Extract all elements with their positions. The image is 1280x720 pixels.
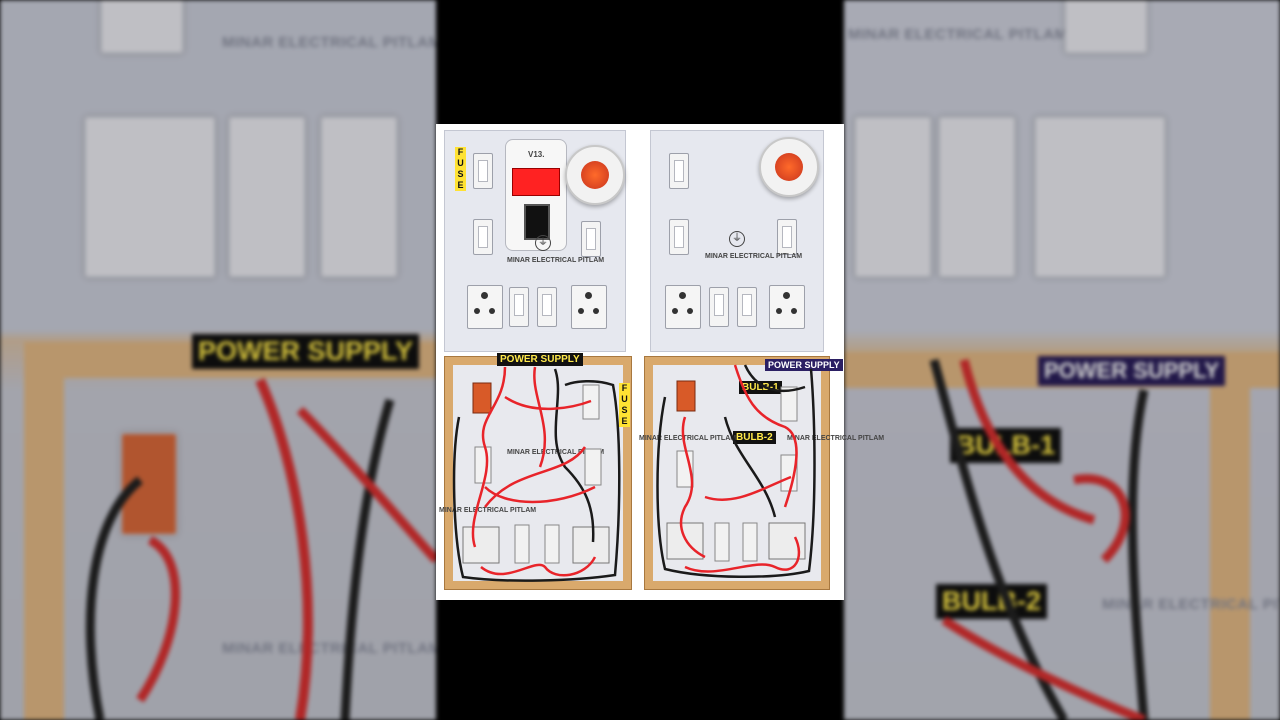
socket [769,285,805,329]
power-supply-label: POWER SUPPLY [765,359,843,371]
brand-text: MINAR ELECTRICAL PITLAM [507,449,605,456]
background-right: MINAR ELECTRICAL PITLAM POWER SUPPLY BUL… [844,0,1280,720]
bg-bulb-2-label: BULB-2 [936,584,1047,619]
brand-text: MINAR ELECTRICAL PITLAM [705,253,803,260]
brand-text: MINAR ELECTRICAL PITLAM [507,257,605,264]
bg-switch-plate [938,116,1016,278]
plug-icon: ⏚ [535,235,551,251]
bg-brand-text-bottom: MINAR ELECTRICAL PITLAM [1102,596,1280,613]
bg-brand-text: MINAR ELECTRICAL PITLAM [222,34,436,51]
bulb-holder [759,137,819,197]
bg-wires [85,377,436,720]
bulb-2-label: BULB-2 [733,431,776,444]
bg-wires [929,358,1149,720]
bg-switch-plate [228,116,306,278]
bg-switch-plate [1064,0,1148,54]
bulb-1-label: BULB-1 [739,381,782,394]
board-top-right: ⏚ MINAR ELECTRICAL PITLAM [650,130,824,352]
bg-wood-frame [1210,352,1250,720]
bg-power-supply-label: POWER SUPPLY [192,334,420,369]
switch [669,153,689,189]
bg-brand-text: MINAR ELECTRICAL PITLAM [848,26,1068,43]
bg-switch-plate [854,116,932,278]
switch [737,287,757,327]
socket [665,285,701,329]
board-bottom-right-wiring: POWER SUPPLY BULB-1 BULB-2 MINAR ELECTRI… [639,356,884,590]
power-supply-label: POWER SUPPLY [497,353,583,366]
bg-switch-plate [100,0,184,54]
wiring-diagram-left [452,366,621,582]
switch [709,287,729,327]
switch [669,219,689,255]
switch [777,219,797,255]
brand-text-side: MINAR ELECTRICAL PITLAM [439,507,537,514]
switch [537,287,557,327]
switch [473,219,493,255]
bulb-holder [565,145,625,205]
bg-socket-plate [1034,116,1166,278]
socket [467,285,503,329]
brand-text-side: MINAR ELECTRICAL PITLAM [787,435,885,442]
switch [473,153,493,189]
switch [581,221,601,257]
bg-brand-text-bottom: MINAR ELECTRICAL PITLAM [222,640,436,657]
socket [571,285,607,329]
background-left: MINAR ELECTRICAL PITLAM POWER SUPPLY MIN… [0,0,436,720]
bg-switch-plate [320,116,398,278]
plug-icon: ⏚ [729,231,745,247]
bg-power-supply-label: POWER SUPPLY [1038,356,1226,386]
brand-text-side: MINAR ELECTRICAL PITLAM [639,435,737,442]
mcb-breaker: V13. [505,139,567,251]
bg-wood-frame [24,342,64,720]
mcb-brand: V13. [528,150,545,159]
wiring-diagram-right [656,364,816,579]
bg-socket-plate [84,116,216,278]
switch [509,287,529,327]
